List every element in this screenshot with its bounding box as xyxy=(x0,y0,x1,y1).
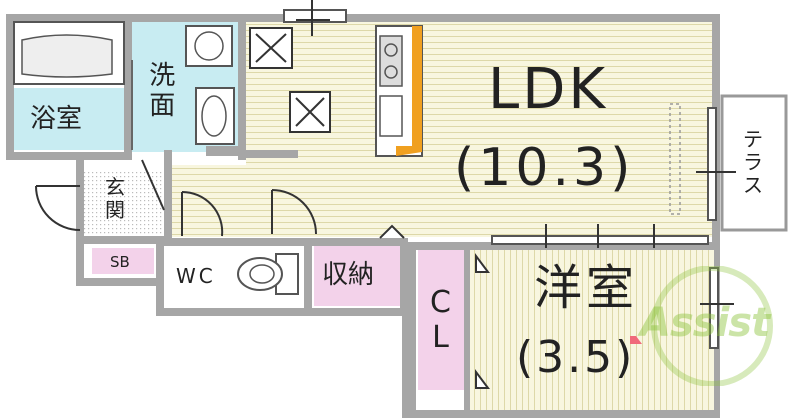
shuno-label: 収納 xyxy=(322,260,375,290)
shuno-floor xyxy=(314,246,400,306)
yokushitsu-label: 浴室 xyxy=(30,104,83,134)
cl-floor xyxy=(418,250,464,390)
doors xyxy=(35,60,490,389)
sb-floor xyxy=(92,248,154,274)
terrace-label: テラス xyxy=(743,127,763,197)
senmen-label: 洗面 xyxy=(149,61,176,121)
accent-mark xyxy=(630,336,642,344)
cl-label: CL xyxy=(430,285,451,355)
ldk-size-label: (10.3) xyxy=(454,138,635,198)
yoshitsu-floor xyxy=(466,242,714,412)
terrace-floor xyxy=(720,94,788,232)
toilet xyxy=(237,253,299,295)
window-handles xyxy=(296,0,736,305)
stove-icon xyxy=(249,27,331,133)
watermark-text: Assist xyxy=(640,300,770,346)
wc-label: WC xyxy=(176,264,216,288)
washing-machine xyxy=(185,25,233,67)
bath-floor xyxy=(14,88,126,150)
ldk-label: LDK xyxy=(488,57,609,122)
sb-label: SB xyxy=(110,253,130,271)
genkan-label: 玄関 xyxy=(105,175,125,222)
yoshitsu-label: 洋室 xyxy=(534,260,639,316)
watermark-logo xyxy=(651,266,773,386)
yoshitsu-size-label: (3.5) xyxy=(516,332,636,383)
bathtub xyxy=(13,21,125,85)
walls xyxy=(6,14,720,418)
kitchen-counter xyxy=(375,25,423,157)
wash-basin xyxy=(195,87,235,145)
